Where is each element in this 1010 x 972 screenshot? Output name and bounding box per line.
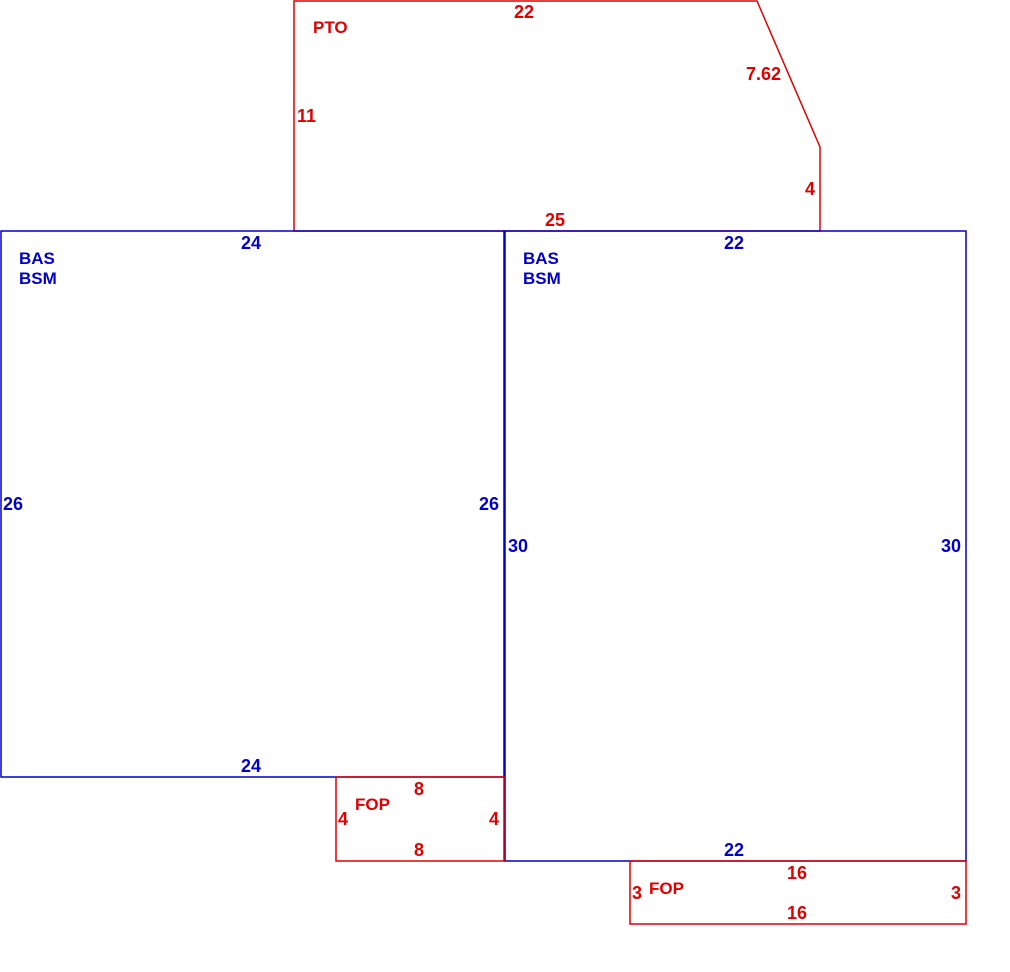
fop-small-dim-right: 4 <box>489 809 499 829</box>
fop-small-dim-bottom: 8 <box>414 840 424 860</box>
fop-large-area: FOP 16 16 3 3 <box>629 860 967 925</box>
bas-right-dim-right: 30 <box>941 536 961 556</box>
pto-dim-bottom: 25 <box>545 210 565 230</box>
bas-left-dim-bottom: 24 <box>241 756 261 776</box>
fop-large-dim-top: 16 <box>787 863 807 883</box>
fop-large-label: FOP <box>649 879 684 898</box>
fop-large-outline <box>629 860 967 925</box>
bas-left-area: BAS BSM 24 24 26 26 <box>0 230 505 778</box>
bas-left-label-line2: BSM <box>19 269 57 288</box>
bas-right-label-line2: BSM <box>523 269 561 288</box>
pto-area: PTO 22 11 7.62 4 25 <box>293 0 821 232</box>
pto-dim-left: 11 <box>297 106 316 126</box>
bas-right-dim-left: 30 <box>508 536 528 556</box>
bas-right-outline <box>504 230 967 862</box>
fop-small-dim-top: 8 <box>414 779 424 799</box>
pto-dim-top: 22 <box>514 2 534 22</box>
fop-small-label: FOP <box>355 795 390 814</box>
fop-large-dim-right: 3 <box>951 883 961 903</box>
pto-dim-diagonal: 7.62 <box>746 64 781 84</box>
fop-small-area: FOP 8 8 4 4 <box>335 776 505 862</box>
pto-label: PTO <box>313 18 348 37</box>
bas-right-area: BAS BSM 22 22 30 30 <box>504 230 967 862</box>
bas-left-dim-top: 24 <box>241 233 261 253</box>
fop-small-dim-left: 4 <box>338 809 348 829</box>
fop-large-dim-left: 3 <box>632 883 642 903</box>
fop-large-dim-bottom: 16 <box>787 903 807 923</box>
bas-left-dim-right: 26 <box>479 494 499 514</box>
bas-left-label-line1: BAS <box>19 249 55 268</box>
bas-right-dim-bottom: 22 <box>724 840 744 860</box>
bas-right-label-line1: BAS <box>523 249 559 268</box>
fop-small-outline <box>335 776 505 862</box>
pto-outline <box>293 0 821 232</box>
pto-dim-right: 4 <box>805 179 815 199</box>
bas-right-dim-top: 22 <box>724 233 744 253</box>
bas-left-dim-left: 26 <box>3 494 23 514</box>
bas-left-outline <box>0 230 505 778</box>
